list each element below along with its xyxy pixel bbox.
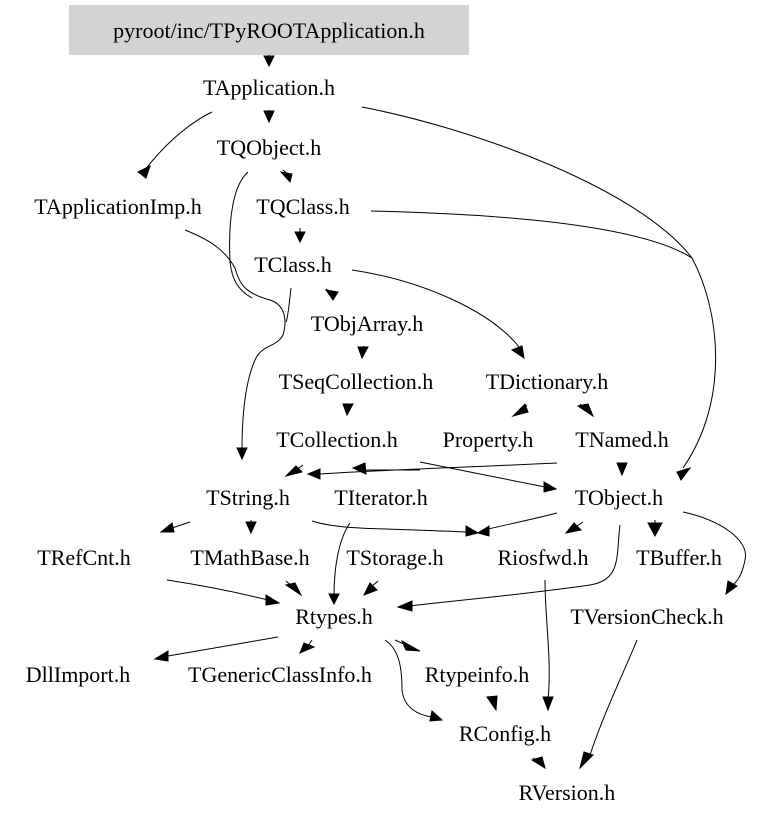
arrowhead xyxy=(511,403,529,417)
arrowhead xyxy=(263,110,275,124)
node-rversion[interactable]: RVersion.h xyxy=(519,780,616,805)
edge-tobject-riosfwd xyxy=(483,512,558,531)
edge-tversioncheck-rversion xyxy=(589,639,638,756)
node-tapplicationimp[interactable]: TApplicationImp.h xyxy=(34,194,201,219)
arrowhead xyxy=(576,403,595,418)
arrowhead xyxy=(564,522,583,534)
arrowhead xyxy=(400,639,421,652)
arrowhead xyxy=(153,650,169,662)
node-property[interactable]: Property.h xyxy=(443,427,534,452)
node-rtypes[interactable]: Rtypes.h xyxy=(295,604,373,629)
edges xyxy=(137,55,746,770)
nodes: pyroot/inc/TPyROOTApplication.h TApplica… xyxy=(26,18,724,805)
edge-rtypes-dllimport xyxy=(167,636,279,657)
arrowhead xyxy=(465,525,480,537)
edge-riosfwd-rconfig xyxy=(544,579,550,701)
arrowhead xyxy=(351,462,367,475)
edge-tqclass-tobject xyxy=(370,210,693,259)
edge-tqobject-tstring xyxy=(229,171,253,299)
arrowhead xyxy=(299,642,316,654)
node-tcollection[interactable]: TCollection.h xyxy=(276,427,398,452)
arrowhead xyxy=(429,710,444,722)
arrowhead xyxy=(543,481,558,493)
node-tbuffer[interactable]: TBuffer.h xyxy=(636,545,722,570)
node-tqclass[interactable]: TQClass.h xyxy=(256,194,350,219)
node-tqobject[interactable]: TQObject.h xyxy=(217,135,321,160)
node-tstorage[interactable]: TStorage.h xyxy=(346,545,443,570)
arrowhead xyxy=(616,462,628,477)
arrowhead xyxy=(486,695,498,712)
arrowhead xyxy=(396,600,413,612)
node-tclass[interactable]: TClass.h xyxy=(254,252,332,277)
arrowhead xyxy=(263,55,275,68)
node-titerator[interactable]: TIterator.h xyxy=(334,485,427,510)
arrowhead xyxy=(284,465,303,477)
edge-tapplication-tapplicationimp xyxy=(144,111,213,171)
node-trefcnt[interactable]: TRefCnt.h xyxy=(37,545,131,570)
node-root[interactable]: pyroot/inc/TPyROOTApplication.h xyxy=(113,18,425,43)
arrowhead xyxy=(245,521,257,535)
arrowhead xyxy=(236,447,248,461)
arrowhead xyxy=(342,403,354,417)
arrowhead xyxy=(265,594,281,606)
node-tmathbase[interactable]: TMathBase.h xyxy=(190,545,309,570)
node-tobjarray[interactable]: TObjArray.h xyxy=(311,311,423,336)
node-rconfig[interactable]: RConfig.h xyxy=(459,721,551,746)
node-tobject[interactable]: TObject.h xyxy=(575,485,663,510)
edge-tnamed-tstring xyxy=(319,462,558,475)
node-tgenericclassinfo[interactable]: TGenericClassInfo.h xyxy=(188,662,372,687)
arrowhead xyxy=(579,751,594,770)
edge-tcollection-tobject xyxy=(419,461,546,488)
arrowhead xyxy=(357,346,369,360)
node-rtypeinfo[interactable]: Rtypeinfo.h xyxy=(425,662,530,687)
edge-tstring-riosfwd xyxy=(311,520,467,533)
edge-tapplication-tobject xyxy=(361,106,717,469)
edge-tstring-trefcnt xyxy=(171,521,191,529)
node-tdictionary[interactable]: TDictionary.h xyxy=(486,369,609,394)
arrowhead xyxy=(324,289,339,301)
node-tnamed[interactable]: TNamed.h xyxy=(575,427,668,452)
edge-tapplicationimp-tstring xyxy=(184,229,286,451)
edge-tobject-rtypes xyxy=(409,524,621,607)
node-tstring[interactable]: TString.h xyxy=(206,485,290,510)
arrowhead xyxy=(510,345,525,360)
edge-tclass-tdictionary xyxy=(351,269,521,349)
node-tseqcollection[interactable]: TSeqCollection.h xyxy=(279,369,434,394)
arrowhead xyxy=(137,165,151,179)
node-tversioncheck[interactable]: TVersionCheck.h xyxy=(570,604,723,629)
arrowhead xyxy=(542,696,554,712)
arrowhead xyxy=(306,468,321,480)
edge-trefcnt-rtypes xyxy=(166,579,269,601)
edge-rtypes-rconfig xyxy=(384,639,433,718)
arrowhead xyxy=(530,756,546,770)
edge-tclass-tstring xyxy=(285,287,292,323)
edge-tobject-tversioncheck xyxy=(682,511,746,586)
arrowhead xyxy=(328,593,340,606)
arrowhead xyxy=(362,582,378,596)
arrowhead xyxy=(294,231,306,244)
root-node-box xyxy=(69,5,469,55)
arrowhead xyxy=(647,522,663,538)
node-dllimport[interactable]: DllImport.h xyxy=(26,662,131,687)
arrowhead xyxy=(279,171,293,184)
arrowhead xyxy=(159,522,175,533)
edge-tstring-rtypes xyxy=(333,522,351,597)
node-tapplication[interactable]: TApplication.h xyxy=(203,75,335,100)
node-riosfwd[interactable]: Riosfwd.h xyxy=(497,545,588,570)
arrowhead xyxy=(476,525,490,537)
arrowhead xyxy=(725,580,738,596)
arrowhead xyxy=(284,582,303,597)
arrowhead xyxy=(676,467,692,481)
